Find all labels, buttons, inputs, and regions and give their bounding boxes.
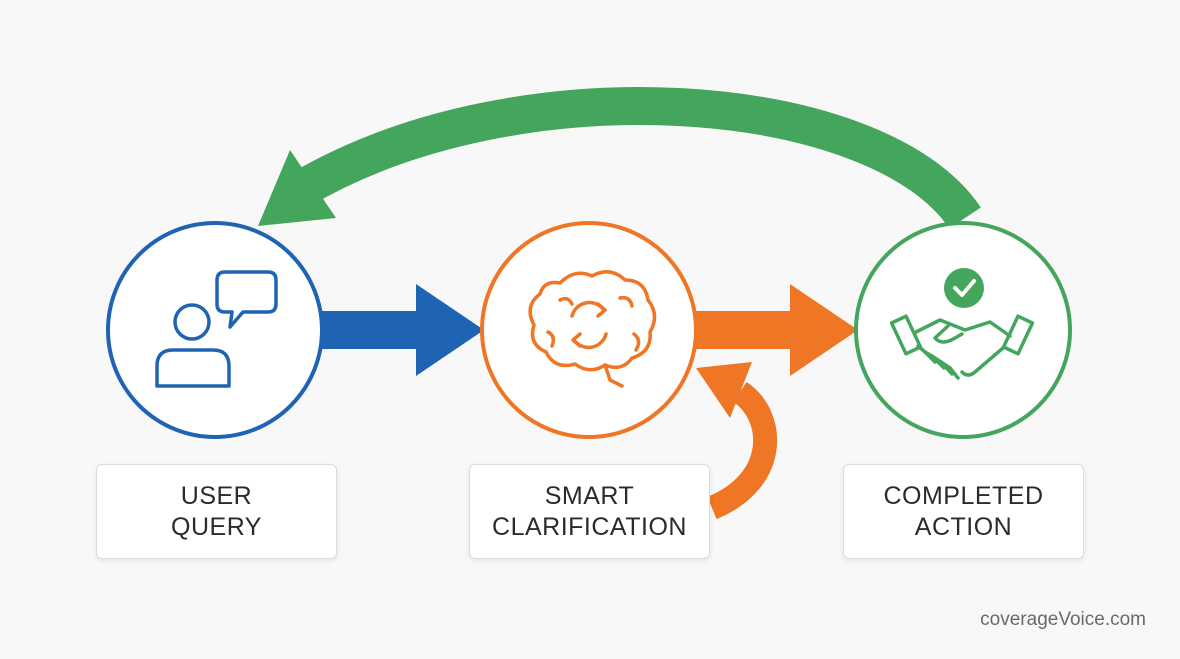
smart-clarification-label-box: SMART CLARIFICATION <box>469 464 710 559</box>
user-chat-icon <box>155 270 278 388</box>
refine-arrow-orange <box>706 381 778 520</box>
refine-arrowhead-orange <box>696 362 752 418</box>
user-query-label-line-2: QUERY <box>171 512 262 541</box>
arrowhead-blue <box>416 284 484 376</box>
arrowhead-orange <box>790 284 858 376</box>
arrow-shaft-blue <box>318 311 418 349</box>
feedback-arrowhead-green <box>258 150 336 226</box>
user-query-circle <box>106 221 324 439</box>
user-query-label-line-1: USER <box>180 481 253 510</box>
user-query-label-box: USER QUERY <box>96 464 337 559</box>
smart-clarification-circle <box>480 221 698 439</box>
smart-clarification-label-line-1: SMART <box>544 481 635 510</box>
feedback-arrow-green <box>290 87 981 230</box>
brain-refresh-icon <box>528 270 657 388</box>
smart-clarification-label-line-2: CLARIFICATION <box>492 512 687 541</box>
completed-action-label-box: COMPLETED ACTION <box>843 464 1084 559</box>
completed-action-label-line-2: ACTION <box>914 512 1013 541</box>
watermark: coverageVoice.com <box>980 609 1146 630</box>
completed-action-label-line-1: COMPLETED <box>883 481 1044 510</box>
handshake-check-icon <box>889 268 1035 380</box>
arrow-shaft-orange <box>692 311 792 349</box>
